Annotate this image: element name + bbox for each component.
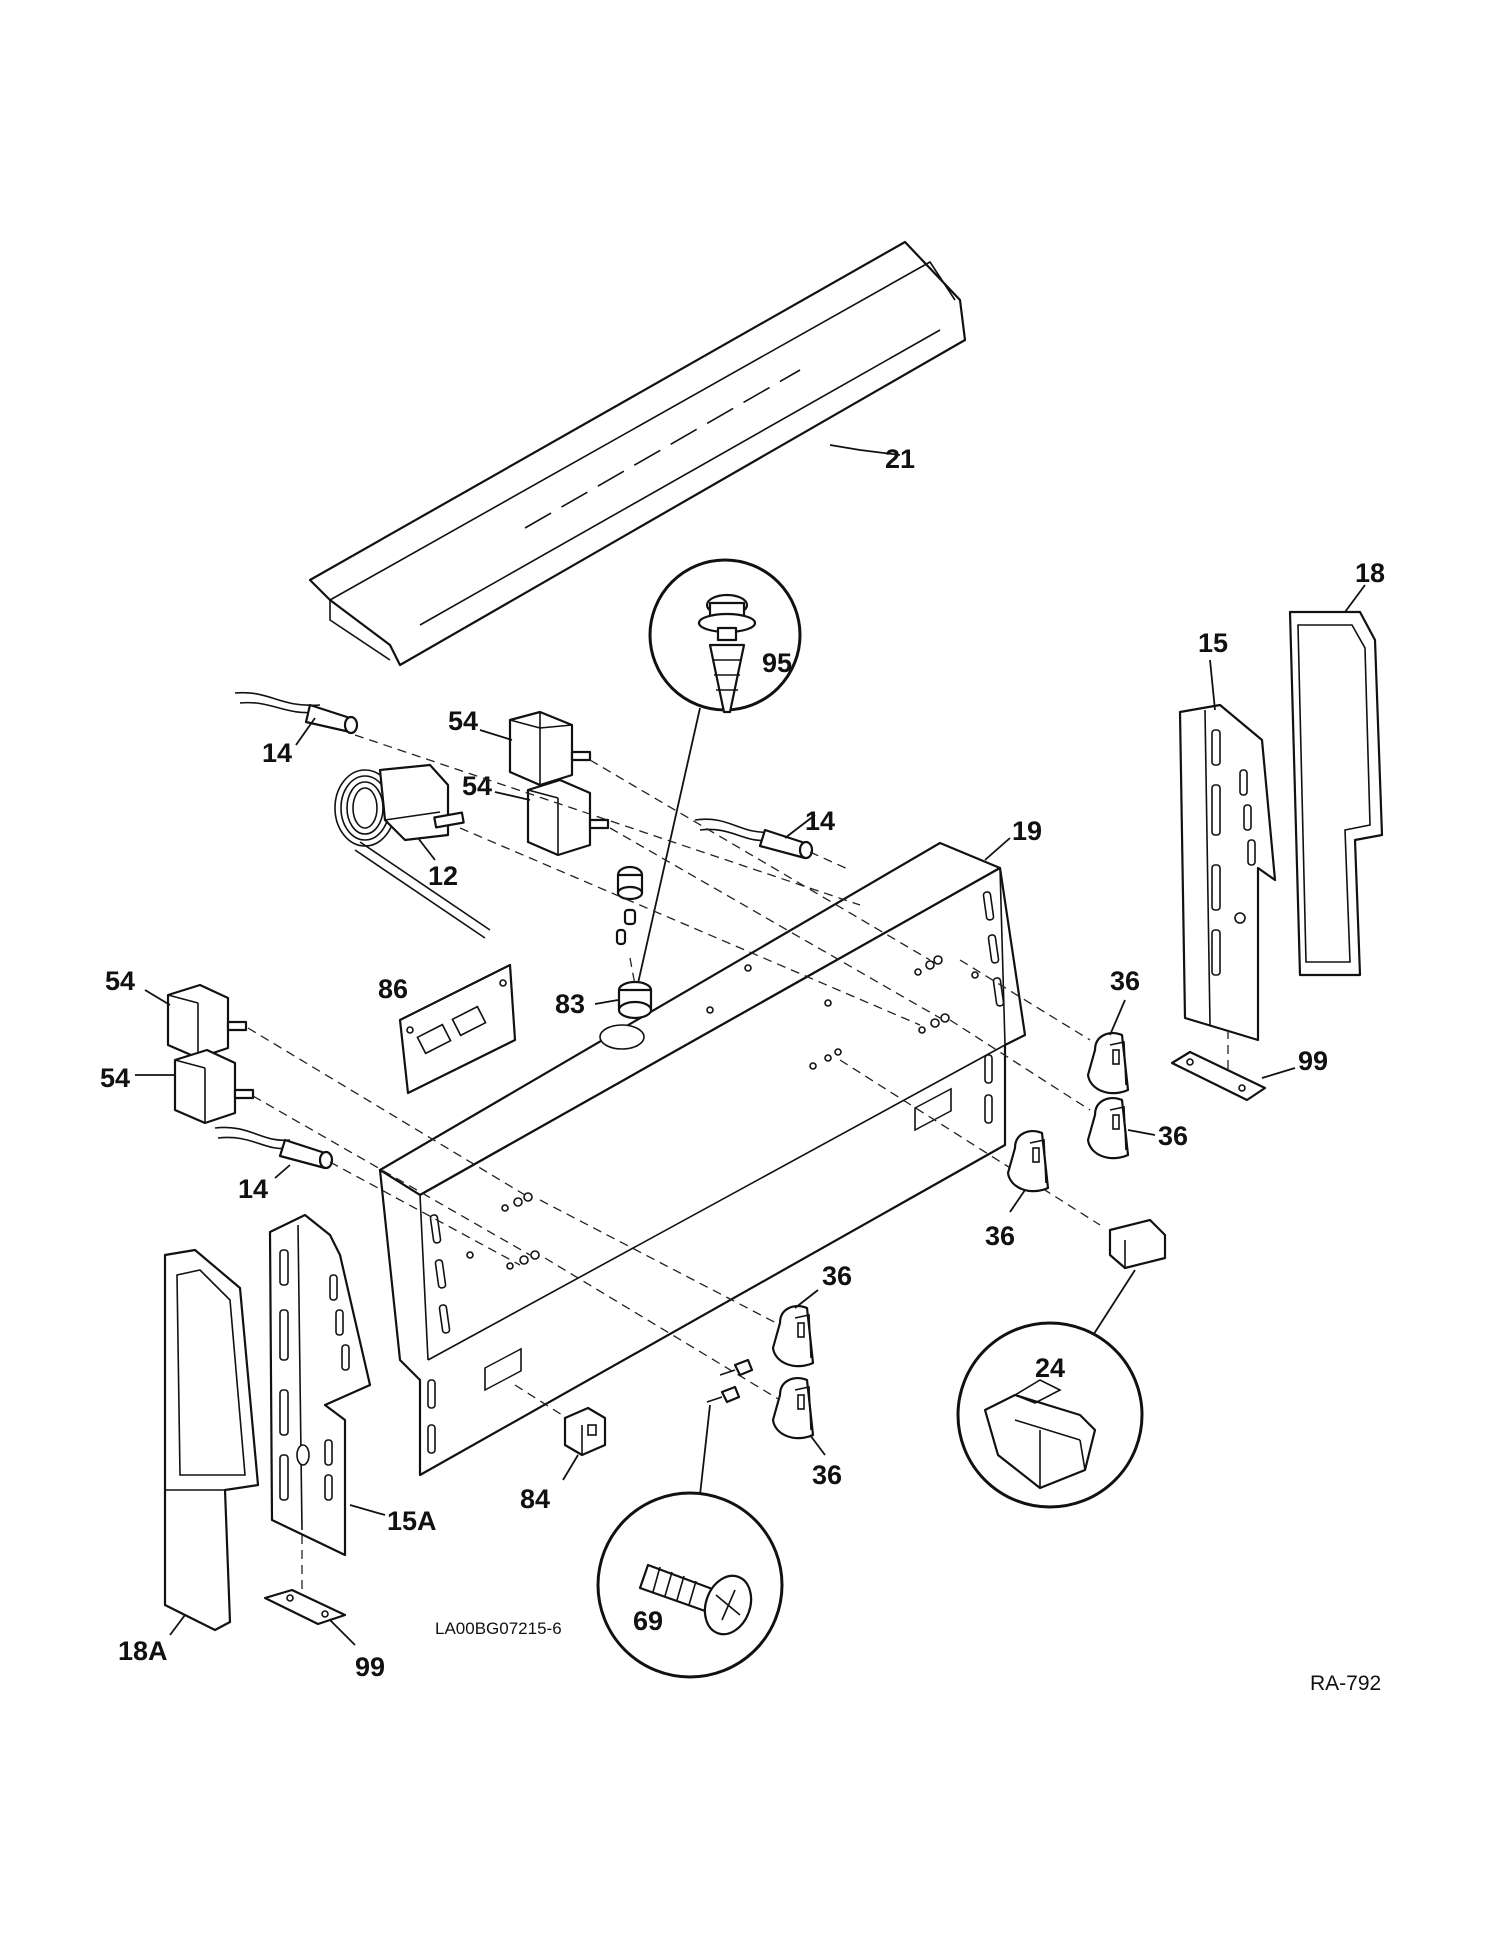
callout-18a: 18A <box>118 1636 168 1666</box>
callout-19: 19 <box>1012 816 1042 846</box>
callout-18: 18 <box>1355 558 1385 588</box>
part-84-terminal-block <box>563 1406 607 1457</box>
part-14-wire-lead-upper <box>234 691 359 735</box>
callout-69: 69 <box>633 1606 663 1636</box>
callout-15: 15 <box>1198 628 1228 658</box>
part-36-knob-b <box>1086 1097 1130 1160</box>
callout-36-c: 36 <box>985 1221 1015 1251</box>
part-18a-left-end-trim <box>163 1248 260 1632</box>
part-54-switch-b <box>526 778 610 857</box>
part-12-thermostat <box>334 763 491 939</box>
part-19-control-panel <box>378 841 1027 1477</box>
part-36-knob-a <box>1086 1032 1130 1095</box>
callout-83: 83 <box>555 989 585 1019</box>
callout-54-a: 54 <box>448 706 478 736</box>
part-99-right-shim <box>1170 1050 1267 1102</box>
callout-14-middle: 14 <box>805 806 835 836</box>
detail-circle-95 <box>648 558 802 714</box>
callout-99-right: 99 <box>1298 1046 1328 1076</box>
callout-36-d: 36 <box>822 1261 852 1291</box>
callout-36-e: 36 <box>812 1460 842 1490</box>
part-36-knob-e <box>771 1377 815 1440</box>
callout-54-d: 54 <box>100 1063 130 1093</box>
callout-84: 84 <box>520 1484 550 1514</box>
part-24-rocker-switch-small <box>1108 1218 1167 1270</box>
part-14-wire-lead-lower <box>214 1126 334 1170</box>
part-99-left-shim <box>263 1588 347 1626</box>
drawing-code: LA00BG07215-6 <box>435 1619 562 1638</box>
callout-36-a: 36 <box>1110 966 1140 996</box>
callout-99-left: 99 <box>355 1652 385 1682</box>
part-15a-left-end-bracket <box>268 1213 372 1557</box>
callout-86: 86 <box>378 974 408 1004</box>
detail-circle-24 <box>956 1321 1144 1509</box>
part-36-knob-d <box>771 1305 815 1368</box>
detail-circle-69 <box>596 1491 784 1679</box>
callout-36-b: 36 <box>1158 1121 1188 1151</box>
part-54-switch-a <box>508 710 592 787</box>
part-36-knob-c <box>1006 1130 1050 1193</box>
callout-21: 21 <box>885 444 915 474</box>
callout-24: 24 <box>1035 1353 1065 1383</box>
part-69-screws-small <box>706 1358 754 1404</box>
part-14-wire-lead-middle <box>694 818 814 860</box>
assembly-lines <box>247 734 1101 1421</box>
part-15-right-end-bracket <box>1178 703 1277 1042</box>
part-54-switch-c <box>166 983 248 1060</box>
callout-12: 12 <box>428 861 458 891</box>
part-83-bushing <box>615 865 653 1020</box>
part-21-top-trim <box>308 240 967 667</box>
callout-15a: 15A <box>387 1506 437 1536</box>
callout-95: 95 <box>762 648 792 678</box>
callout-54-c: 54 <box>105 966 135 996</box>
part-54-switch-d <box>173 1048 255 1125</box>
callout-14-lower: 14 <box>238 1174 268 1204</box>
part-86-rating-plate <box>398 963 517 1095</box>
callout-14-upper: 14 <box>262 738 292 768</box>
part-18-right-end-trim <box>1288 610 1384 977</box>
reference-number: RA-792 <box>1310 1672 1381 1695</box>
